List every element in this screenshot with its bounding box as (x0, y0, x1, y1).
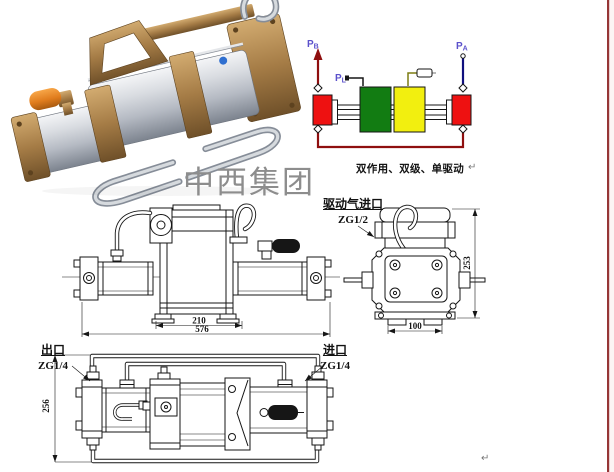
top-left-manifold (75, 365, 103, 451)
front-dimensions: 210 576 (81, 302, 331, 337)
side-dimensions: 253 100 (387, 208, 480, 334)
top-left-cylinder (101, 387, 151, 433)
bottom-loop-pipe (316, 132, 465, 149)
drive-chamber-green (359, 86, 392, 133)
side-handle (393, 204, 419, 257)
return-mark: ↵ (468, 162, 477, 173)
check-valve (458, 83, 468, 93)
front-air-pipe (110, 210, 153, 262)
pump-render (10, 0, 301, 207)
front-handle (229, 203, 257, 244)
check-valve (313, 83, 323, 93)
exhaust-pipe (407, 72, 417, 86)
port-label-pa: PA (456, 41, 468, 53)
drive-air-inlet-label: 驱动气进口 ZG1/2 (323, 197, 383, 228)
side-body (343, 247, 486, 326)
outlet-thread: ZG1/4 (38, 360, 68, 372)
leader-line (357, 225, 375, 238)
page-edge (607, 0, 614, 472)
piston-rod-lower (331, 114, 453, 120)
port-label-pl: PL (335, 73, 347, 85)
front-left-cylinder (73, 256, 154, 301)
check-valve (313, 124, 323, 134)
pl-pipe (349, 77, 364, 86)
side-view-drawing: 253 100 (343, 204, 486, 334)
front-view-drawing: 210 576 (62, 203, 340, 337)
gas-barrel-left (312, 94, 333, 126)
top-right-cylinder (249, 386, 308, 434)
page-edge-line (607, 0, 610, 472)
outlet-text: 出口 (40, 343, 65, 357)
top-center-drive (142, 366, 251, 451)
lift-bracket (89, 20, 169, 86)
top-right-manifold (306, 365, 334, 451)
blue-valve (219, 56, 228, 65)
pb-arrowhead (313, 48, 323, 60)
working-principle-schematic: PB PL PA (307, 39, 472, 149)
dim-253: 253 (462, 256, 472, 270)
leader-line (304, 365, 324, 382)
watermark-text: 中西集团 (183, 165, 315, 200)
piston-rod-upper (331, 104, 453, 110)
muffler-top-view (268, 405, 298, 420)
drive-air-inlet-thread: ZG1/2 (338, 214, 368, 226)
top-rail (137, 4, 255, 43)
dim-210: 210 (192, 316, 206, 326)
inlet-thread: ZG1/4 (320, 360, 350, 372)
return-mark: ↵ (481, 453, 490, 464)
top-dimensions: 256 (41, 354, 91, 463)
clamp-ring-right (169, 51, 213, 139)
outlet-label: 出口 ZG1/4 (38, 343, 68, 374)
silencer-symbol (416, 68, 433, 78)
dim-256: 256 (41, 399, 51, 413)
gas-barrel-right (451, 94, 472, 126)
drive-chamber-yellow (393, 86, 426, 133)
product-photo (10, 0, 301, 207)
inlet-text: 进口 (322, 343, 347, 357)
front-center-drive (149, 204, 240, 324)
schematic-caption: 双作用、双级、单驱动 (356, 164, 464, 175)
clamp-ring-left (84, 84, 127, 163)
dim-100: 100 (408, 321, 422, 331)
front-right-cylinder (232, 256, 332, 301)
top-view-drawing: 256 (41, 353, 334, 464)
leader-line (71, 365, 91, 382)
dim-576: 576 (195, 324, 209, 334)
inlet-label: 进口 ZG1/4 (320, 343, 350, 374)
orange-muffler (29, 88, 62, 111)
drive-air-inlet-text: 驱动气进口 (323, 197, 384, 211)
front-muffler (257, 239, 300, 260)
port-label-pb: PB (307, 39, 319, 51)
check-valve (458, 124, 468, 134)
left-end-cap (10, 112, 51, 182)
